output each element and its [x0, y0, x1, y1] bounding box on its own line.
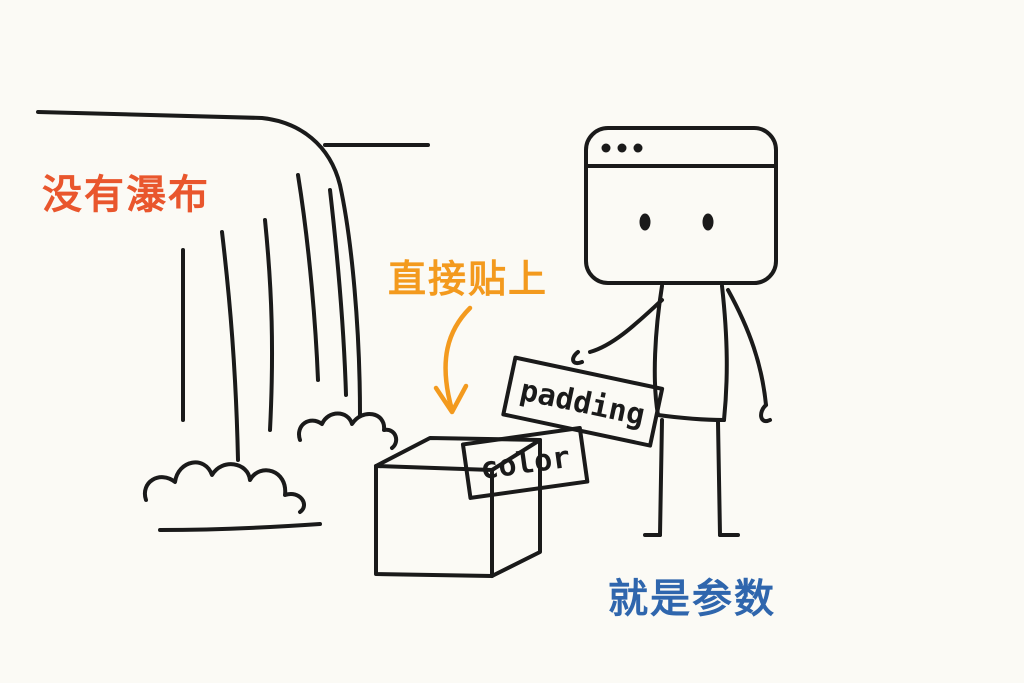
- browser-window-character: [571, 126, 778, 537]
- padding-tag: padding: [501, 355, 665, 448]
- color-tag-label: color: [478, 440, 572, 487]
- waterfall-icon: [36, 110, 430, 532]
- no-waterfall-label: 没有瀑布: [42, 172, 210, 218]
- arrow-down-icon: [433, 305, 473, 415]
- box-icon: [374, 436, 542, 578]
- paste-directly-label: 直接贴上: [388, 257, 549, 301]
- is-parameter-label: 就是参数: [608, 576, 776, 622]
